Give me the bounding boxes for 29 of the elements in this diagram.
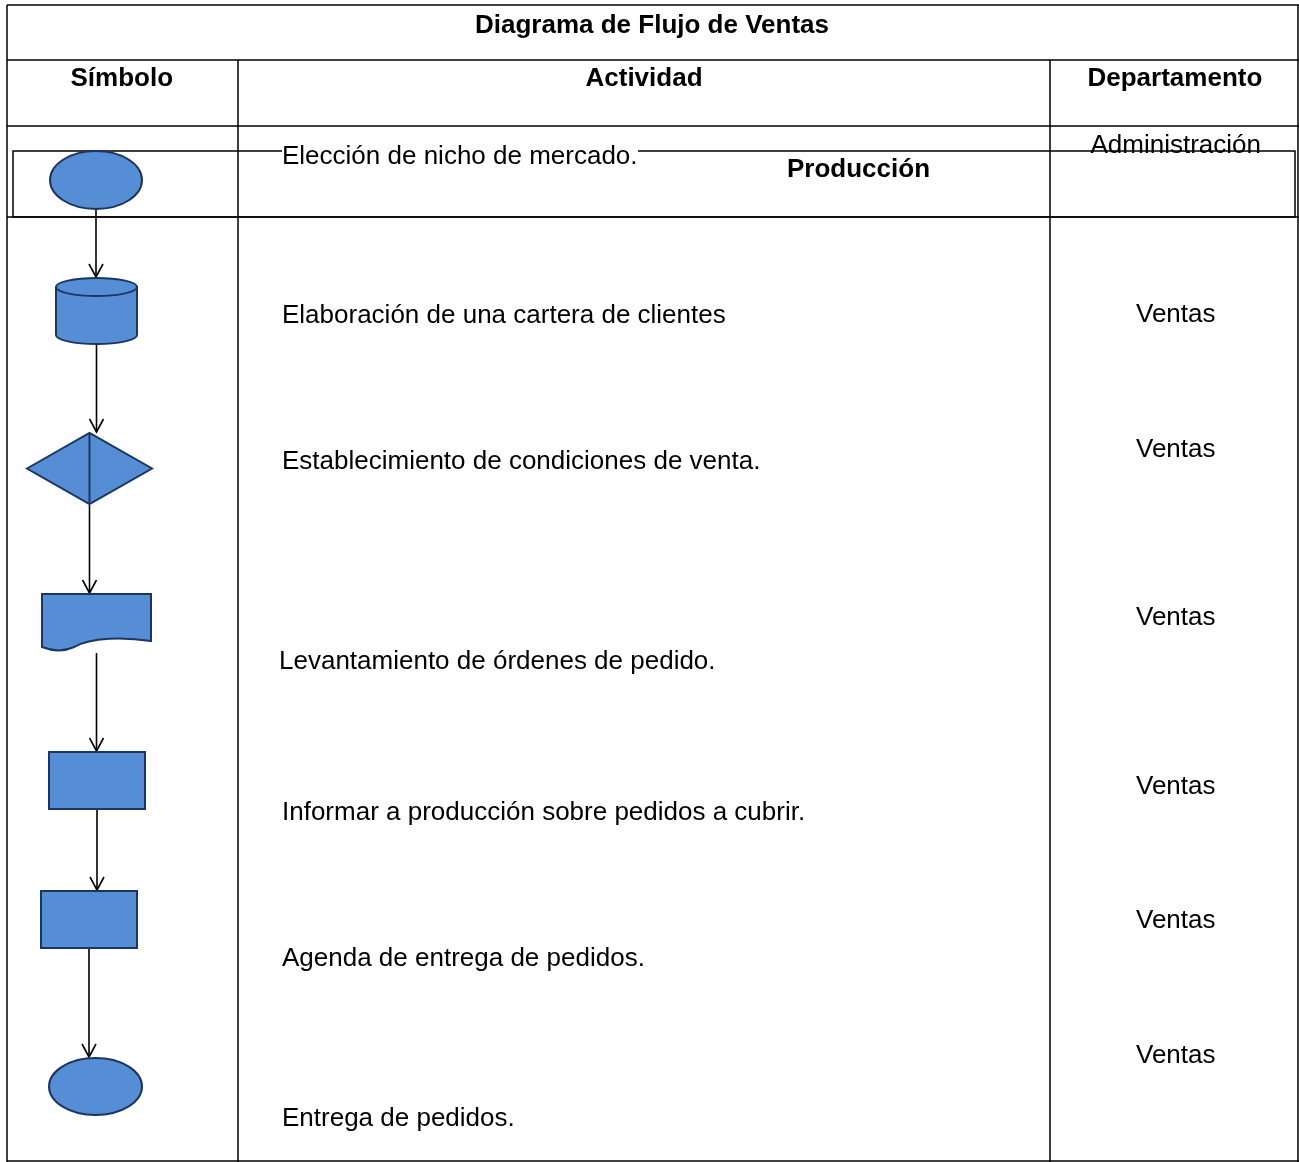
arrow bbox=[88, 209, 104, 278]
process-box bbox=[40, 890, 138, 949]
arrow bbox=[88, 344, 105, 433]
arrow bbox=[81, 504, 98, 594]
department-text: Ventas bbox=[1136, 433, 1216, 463]
arrow bbox=[88, 652, 105, 752]
terminal-ellipse bbox=[49, 150, 143, 210]
arrow bbox=[81, 948, 97, 1058]
department-text: Ventas bbox=[1136, 601, 1216, 631]
activity-text: Entrega de pedidos. bbox=[282, 1102, 515, 1132]
department-text: Ventas bbox=[1136, 298, 1216, 328]
activity-text: Informar a producción sobre pedidos a cubrir. bbox=[282, 796, 806, 826]
column-heading: Actividad bbox=[585, 62, 703, 92]
database-cylinder bbox=[55, 277, 138, 345]
terminal-ellipse bbox=[48, 1057, 143, 1116]
decision-diamond bbox=[26, 432, 153, 505]
activity-text: Elaboración de una cartera de clientes bbox=[282, 299, 726, 329]
activity-text: Establecimiento de condiciones de venta. bbox=[282, 445, 761, 475]
table-title: Diagrama de Flujo de Ventas bbox=[475, 9, 829, 39]
department-text: Ventas bbox=[1136, 1039, 1216, 1069]
activity-text: Levantamiento de órdenes de pedido. bbox=[279, 645, 716, 675]
column-heading: Departamento bbox=[1087, 62, 1263, 92]
column-heading: Símbolo bbox=[70, 62, 174, 92]
arrow bbox=[89, 809, 105, 891]
department-text: Ventas bbox=[1136, 770, 1216, 800]
process-box bbox=[48, 751, 146, 810]
department-text: Ventas bbox=[1136, 904, 1216, 934]
document-shape bbox=[41, 593, 152, 653]
activity-text: Agenda de entrega de pedidos. bbox=[282, 942, 645, 972]
